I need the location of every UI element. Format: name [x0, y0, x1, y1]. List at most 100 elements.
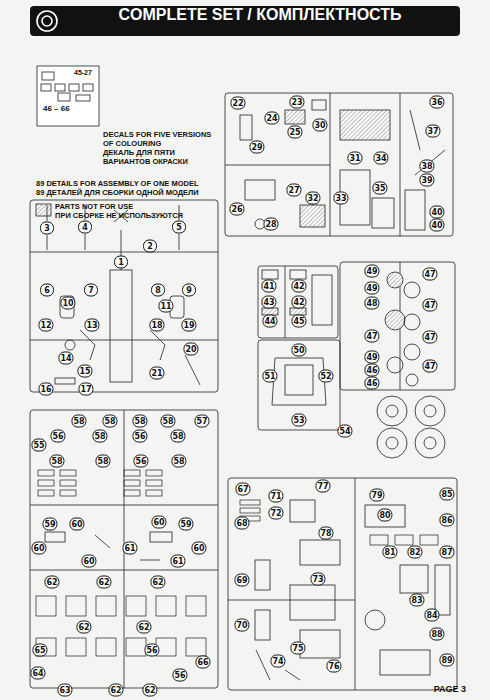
- callout-number: 28: [263, 218, 278, 231]
- callout-number: 58: [160, 415, 175, 428]
- callout-number: 56: [133, 455, 148, 468]
- callout-number: 50: [291, 344, 306, 357]
- info-text: ДЕКАЛЬ ДЛЯ ПЯТИ ВАРИАНТОВ ОКРАСКИ: [103, 149, 221, 166]
- callout-number: 61: [122, 542, 137, 555]
- callout-number: 54: [337, 425, 352, 438]
- callout-number: 38: [419, 160, 434, 173]
- callout-number: 66: [195, 656, 210, 669]
- callout-number: 62: [136, 621, 151, 634]
- callout-number: 31: [347, 152, 362, 165]
- callout-number: 63: [57, 684, 72, 697]
- callout-number: 53: [291, 414, 306, 427]
- callout-number: 30: [312, 119, 327, 132]
- callout-number: 2: [143, 240, 157, 253]
- callout-number: 49: [364, 351, 379, 364]
- callout-number: 58: [95, 455, 110, 468]
- callout-number: 26: [229, 203, 244, 216]
- callout-number: 74: [270, 655, 285, 668]
- callout-number: 52: [318, 370, 333, 383]
- callout-number: 46: [364, 377, 379, 390]
- callout-number: 60: [69, 518, 84, 531]
- callout-number: 10: [60, 297, 75, 310]
- callout-number: 55: [31, 439, 46, 452]
- callout-number: 12: [38, 319, 53, 332]
- callout-number: 78: [318, 527, 333, 540]
- callout-number: 47: [422, 299, 437, 312]
- decal-text: 45-27: [74, 69, 98, 77]
- callout-number: 87: [439, 546, 454, 559]
- callout-number: 76: [326, 660, 341, 673]
- callout-number: 58: [92, 430, 107, 443]
- callout-number: 43: [261, 296, 276, 309]
- callout-number: 56: [132, 430, 147, 443]
- callout-number: 81: [382, 546, 397, 559]
- callout-number: 47: [422, 360, 437, 373]
- callout-number: 48: [364, 297, 379, 310]
- callout-number: 3: [40, 222, 54, 235]
- callout-number: 85: [439, 488, 454, 501]
- callout-number: 69: [234, 574, 249, 587]
- callout-number: 62: [44, 576, 59, 589]
- callout-number: 80: [377, 509, 392, 522]
- callout-number: 8: [151, 284, 165, 297]
- callout-number: 59: [178, 518, 193, 531]
- callout-number: 11: [158, 300, 173, 313]
- callout-number: 23: [289, 96, 304, 109]
- callout-number: 1: [114, 256, 128, 269]
- callout-number: 58: [170, 430, 185, 443]
- callout-number: 13: [84, 319, 99, 332]
- callout-number: 88: [429, 628, 444, 641]
- callout-number: 44: [262, 315, 277, 328]
- callout-number: 58: [71, 415, 86, 428]
- callout-number: 37: [425, 125, 440, 138]
- callout-number: 42: [291, 296, 306, 309]
- callout-number: 35: [372, 182, 387, 195]
- callout-number: 57: [194, 415, 209, 428]
- callout-number: 58: [171, 455, 186, 468]
- callout-number: 7: [84, 284, 98, 297]
- decal-text: 46 – 66: [43, 104, 83, 113]
- callout-number: 60: [81, 555, 96, 568]
- callout-number: 15: [77, 365, 92, 378]
- callout-number: 36: [429, 96, 444, 109]
- info-text: 89 ДЕТАЛЕЙ ДЛЯ СБОРКИ ОДНОЙ МОДЕЛИ: [36, 189, 236, 198]
- callout-number: 49: [364, 282, 379, 295]
- callout-number: 79: [369, 489, 384, 502]
- callout-number: 42: [291, 280, 306, 293]
- callout-number: 84: [424, 609, 439, 622]
- callout-number: 47: [422, 331, 437, 344]
- callout-number: 18: [149, 319, 164, 332]
- callout-number: 6: [40, 284, 54, 297]
- callout-number: 5: [172, 221, 186, 234]
- callout-number: 68: [234, 517, 249, 530]
- callout-number: 40: [429, 219, 444, 232]
- callout-number: 86: [439, 514, 454, 527]
- callout-number: 29: [249, 141, 264, 154]
- callout-number: 60: [31, 542, 46, 555]
- title-text: COMPLETE SET / КОМПЛЕКТНОСТЬ: [70, 6, 450, 36]
- callout-number: 21: [149, 367, 164, 380]
- callout-number: 62: [108, 684, 123, 697]
- callout-number: 32: [305, 192, 320, 205]
- callout-number: 56: [50, 430, 65, 443]
- page-number: PAGE 3: [434, 684, 466, 694]
- callout-number: 49: [364, 265, 379, 278]
- callout-number: 16: [38, 383, 53, 396]
- callout-number: 9: [182, 284, 196, 297]
- callout-number: 47: [364, 330, 379, 343]
- callout-number: 22: [230, 97, 245, 110]
- callout-number: 27: [286, 184, 301, 197]
- callout-number: 34: [373, 152, 388, 165]
- callout-number: 14: [58, 352, 73, 365]
- callout-number: 60: [191, 542, 206, 555]
- callout-number: 82: [407, 546, 422, 559]
- callout-number: 58: [49, 455, 64, 468]
- callout-number: 51: [262, 370, 277, 383]
- callout-number: 64: [30, 667, 45, 680]
- title: COMPLETE SET / КОМПЛЕКТНОСТЬ: [118, 6, 401, 23]
- callout-number: 62: [96, 576, 111, 589]
- callout-number: 60: [151, 516, 166, 529]
- callout-number: 40: [429, 206, 444, 219]
- callout-number: 20: [183, 343, 198, 356]
